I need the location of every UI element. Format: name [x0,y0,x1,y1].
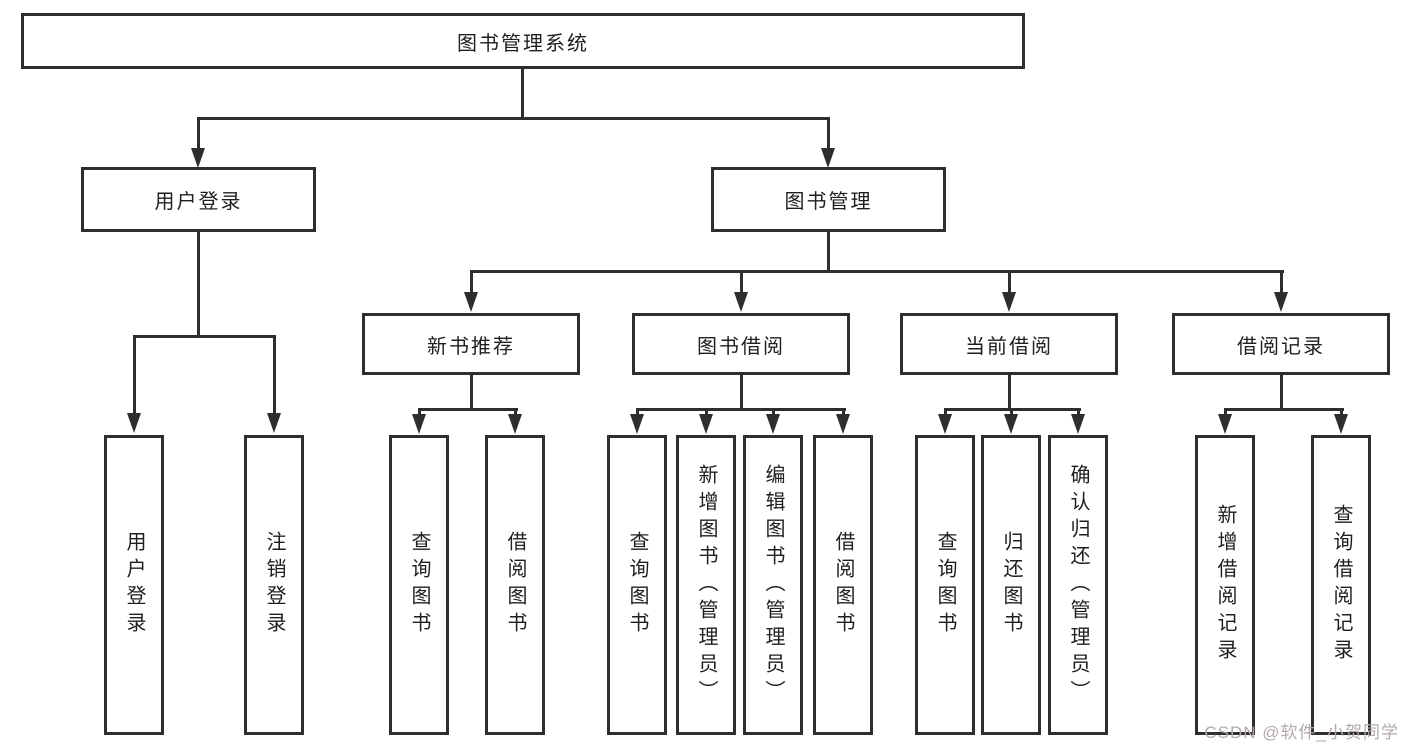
node-book-borrow: 图书借阅 [632,313,850,375]
arrowhead-icon [821,148,835,168]
arrowhead-icon [464,292,478,312]
leaf-user-login-label: 用户登录 [123,531,145,639]
leaf-return-books-label: 归还图书 [1000,531,1022,639]
leaf-edit-books-admin: 编辑图书（管理员） [743,435,803,735]
node-root-label: 图书管理系统 [457,32,589,55]
connector-line [470,270,473,293]
arrowhead-icon [1071,414,1085,434]
connector-line [470,270,1284,273]
arrowhead-icon [127,413,141,433]
leaf-borrow-books-1-label: 借阅图书 [504,531,526,639]
connector-line [133,335,136,413]
arrowhead-icon [191,148,205,168]
leaf-query-books-1-label: 查询图书 [408,531,430,639]
arrowhead-icon [766,414,780,434]
arrowhead-icon [1002,292,1016,312]
leaf-edit-books-admin-label: 编辑图书（管理员） [762,463,784,707]
leaf-add-books-admin-label: 新增图书（管理员） [695,463,717,707]
watermark: CSDN @软件_小贺同学 [1204,723,1399,742]
arrowhead-icon [836,414,850,434]
leaf-return-books: 归还图书 [981,435,1041,735]
connector-line [1010,408,1013,416]
leaf-borrow-books-2: 借阅图书 [813,435,873,735]
connector-line [514,408,517,416]
node-current-borrow-label: 当前借阅 [965,335,1053,358]
connector-line [827,232,830,273]
arrowhead-icon [699,414,713,434]
arrowhead-icon [1004,414,1018,434]
leaf-borrow-books-1: 借阅图书 [485,435,545,735]
leaf-logout: 注销登录 [244,435,304,735]
node-current-borrow: 当前借阅 [900,313,1118,375]
leaf-query-borrow-record-label: 查询借阅记录 [1330,504,1352,666]
node-new-book-recommend-label: 新书推荐 [427,335,515,358]
leaf-query-books-3: 查询图书 [915,435,975,735]
connector-line [418,408,421,416]
leaf-query-borrow-record: 查询借阅记录 [1311,435,1371,735]
leaf-logout-label: 注销登录 [263,531,285,639]
connector-line [1280,375,1283,411]
connector-line [521,69,524,118]
connector-line [418,408,518,411]
node-book-borrow-label: 图书借阅 [697,335,785,358]
leaf-add-books-admin: 新增图书（管理员） [676,435,736,735]
node-borrow-records: 借阅记录 [1172,313,1390,375]
connector-line [740,375,743,411]
connector-line [1008,375,1011,411]
leaf-add-borrow-record-label: 新增借阅记录 [1214,504,1236,666]
arrowhead-icon [508,414,522,434]
node-root: 图书管理系统 [21,13,1025,69]
connector-line [944,408,947,416]
connector-line [197,232,200,338]
arrowhead-icon [1334,414,1348,434]
connector-line [1280,270,1283,293]
connector-line [636,408,639,416]
connector-line [1077,408,1080,416]
node-book-management-label: 图书管理 [784,191,873,213]
arrowhead-icon [734,292,748,312]
connector-line [1224,408,1344,411]
node-user-login: 用户登录 [81,167,316,232]
connector-line [470,375,473,411]
leaf-confirm-return-admin-label: 确认归还（管理员） [1067,463,1089,707]
leaf-query-books-2: 查询图书 [607,435,667,735]
leaf-query-books-3-label: 查询图书 [934,531,956,639]
connector-line [1008,270,1011,293]
node-book-management: 图书管理 [711,167,946,232]
leaf-query-books-1: 查询图书 [389,435,449,735]
leaf-borrow-books-2-label: 借阅图书 [832,531,854,639]
arrowhead-icon [938,414,952,434]
node-user-login-label: 用户登录 [154,191,243,213]
connector-line [705,408,708,416]
connector-line [1340,408,1343,416]
connector-line [133,335,276,338]
node-new-book-recommend: 新书推荐 [362,313,580,375]
leaf-query-books-2-label: 查询图书 [626,531,648,639]
connector-line [827,117,830,150]
connector-line [197,117,200,150]
leaf-user-login: 用户登录 [104,435,164,735]
node-borrow-records-label: 借阅记录 [1237,335,1325,358]
arrowhead-icon [1218,414,1232,434]
connector-line [273,335,276,413]
connector-line [197,117,830,120]
connector-line [1224,408,1227,416]
arrowhead-icon [630,414,644,434]
connector-line [842,408,845,416]
leaf-confirm-return-admin: 确认归还（管理员） [1048,435,1108,735]
connector-line [772,408,775,416]
arrowhead-icon [1274,292,1288,312]
connector-line [740,270,743,293]
connector-line [636,408,846,411]
arrowhead-icon [412,414,426,434]
arrowhead-icon [267,413,281,433]
leaf-add-borrow-record: 新增借阅记录 [1195,435,1255,735]
